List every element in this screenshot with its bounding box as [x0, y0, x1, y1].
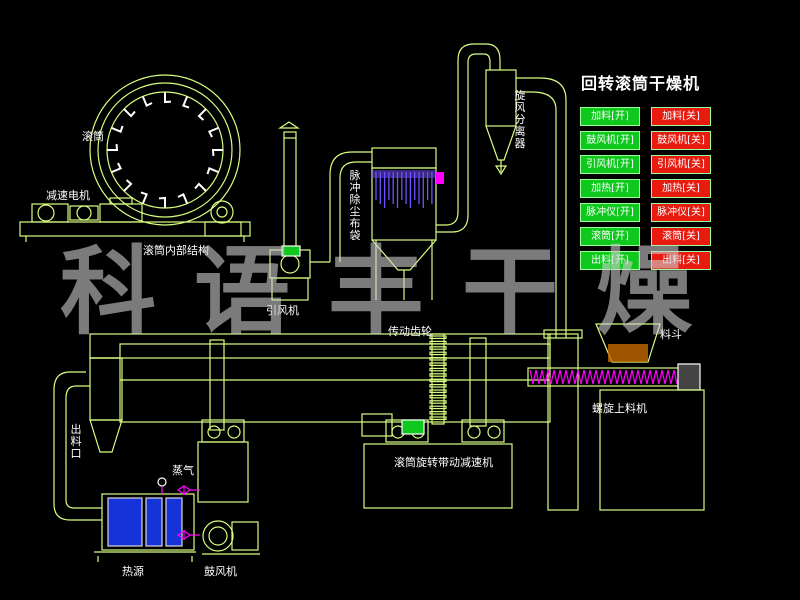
stop-button-5[interactable]: 滚筒[关]: [651, 227, 711, 246]
cyclone-separator: [485, 69, 567, 338]
cyclone-label: 旋风分离器: [514, 89, 526, 150]
drive-gear-label: 传动齿轮: [388, 325, 432, 338]
stop-button-3[interactable]: 加热[关]: [651, 179, 711, 198]
drive-gear: [429, 333, 447, 425]
induced-fan: [269, 121, 372, 301]
heat-source: [94, 493, 196, 562]
drum-drive-reducer: [361, 413, 513, 509]
drum-inner-label: 滚筒内部结构: [143, 244, 209, 257]
discharge-hood: [53, 357, 123, 521]
discharge-label: 出料口: [70, 423, 82, 460]
blower: [202, 520, 260, 555]
start-button-2[interactable]: 引风机[开]: [580, 155, 640, 174]
drum-drive-label: 滚筒旋转带动减速机: [394, 456, 493, 469]
start-button-1[interactable]: 鼓风机[开]: [580, 131, 640, 150]
drum-cross-section: [89, 74, 241, 226]
pulse-bag-filter: [371, 147, 444, 300]
support-roller-right: [385, 419, 505, 443]
stop-button-6[interactable]: 出料[关]: [651, 251, 711, 270]
screw-feeder-label: 螺旋上料机: [592, 402, 647, 415]
stop-button-2[interactable]: 引风机[关]: [651, 155, 711, 174]
stop-button-4[interactable]: 脉冲仪[关]: [651, 203, 711, 222]
feed-head: [543, 329, 583, 511]
start-button-3[interactable]: 加热[开]: [580, 179, 640, 198]
steam-label: 蒸气: [172, 464, 194, 477]
start-button-0[interactable]: 加料[开]: [580, 107, 640, 126]
reducer-motor: [19, 197, 251, 242]
hopper-label: 料斗: [660, 328, 682, 341]
drum-label: 滚筒: [82, 130, 104, 143]
rotary-drum: [89, 333, 551, 431]
start-button-6[interactable]: 出料[开]: [580, 251, 640, 270]
screw-feeder: [527, 323, 705, 511]
reducer-motor-label: 减速电机: [46, 189, 90, 202]
blower-label: 鼓风机: [204, 565, 237, 578]
stop-button-1[interactable]: 鼓风机[关]: [651, 131, 711, 150]
heat-source-label: 热源: [122, 565, 144, 578]
induced-fan-label: 引风机: [266, 304, 299, 317]
stop-button-0[interactable]: 加料[关]: [651, 107, 711, 126]
pulse-filter-label: 脉冲除尘布袋: [349, 169, 361, 242]
support-roller-left: [197, 419, 249, 503]
panel-title: 回转滚筒干燥机: [581, 74, 701, 93]
start-button-5[interactable]: 滚筒[开]: [580, 227, 640, 246]
steam-valves: [157, 477, 200, 541]
start-button-4[interactable]: 脉冲仪[开]: [580, 203, 640, 222]
